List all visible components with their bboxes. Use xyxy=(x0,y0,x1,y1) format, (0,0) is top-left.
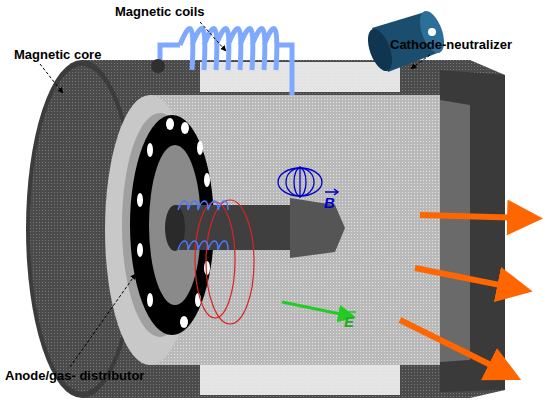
central-pole xyxy=(175,205,300,250)
part-label: Magnetic core xyxy=(14,47,101,62)
electric-field-arrow xyxy=(282,302,350,316)
part-label: Cathode-neutralizer xyxy=(390,37,512,52)
field-symbol: B xyxy=(324,194,335,211)
part-label: Anode/gas- distributor xyxy=(5,368,144,383)
coil-mount xyxy=(151,59,165,73)
ion-plume-arrows xyxy=(400,215,525,372)
core-window xyxy=(200,365,400,395)
vector-arrow xyxy=(325,191,337,193)
leader-lines xyxy=(40,22,430,367)
electron-drift-loops xyxy=(195,200,254,324)
core-body xyxy=(82,60,505,398)
part-label: Magnetic coils xyxy=(115,4,205,19)
magnetic-field-lines xyxy=(278,166,322,198)
coil-symbol xyxy=(160,29,292,95)
front-plate-hole xyxy=(440,100,470,362)
pole-tip xyxy=(290,198,345,258)
electron-spiral xyxy=(178,201,228,250)
pole-end xyxy=(165,205,185,251)
vector-arrow xyxy=(344,311,356,313)
field-symbol: E xyxy=(344,313,354,330)
